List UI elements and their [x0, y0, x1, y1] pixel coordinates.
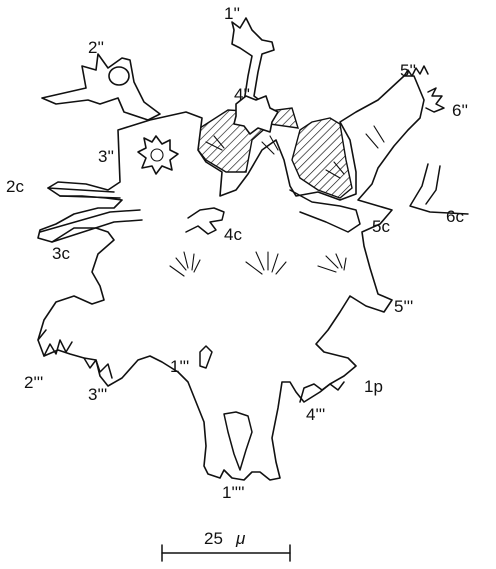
scale-bar-unit: μ [235, 529, 246, 548]
label-2ppp: 2''' [24, 373, 43, 392]
label-2pp: 2'' [88, 38, 104, 57]
plate-6-fringe [426, 88, 444, 112]
label-4c: 4c [224, 225, 242, 244]
plate-2-double-prime [42, 54, 160, 120]
label-2c: 2c [6, 177, 24, 196]
scale-bar-value: 25 [204, 529, 223, 548]
label-3ppp: 3''' [88, 385, 107, 404]
label-1pppp: 1'''' [222, 483, 244, 502]
label-5ppp: 5''' [394, 297, 413, 316]
label-1ppp: 1''' [170, 357, 189, 376]
hatched-plate-right [292, 118, 352, 198]
scale-bar: 25 μ [162, 529, 290, 561]
label-5c: 5c [372, 217, 390, 236]
plate-2-pore [109, 67, 129, 85]
label-1p: 1p [364, 377, 383, 396]
label-5pp: 5'' [400, 61, 416, 80]
label-6c: 6c [446, 207, 464, 226]
label-4pp: 4'' [234, 85, 250, 104]
label-1pp: 1'' [224, 4, 240, 23]
label-3pp: 3'' [98, 147, 114, 166]
label-4ppp: 4''' [306, 405, 325, 424]
label-3c: 3c [52, 244, 70, 263]
label-6pp: 6'' [452, 101, 468, 120]
